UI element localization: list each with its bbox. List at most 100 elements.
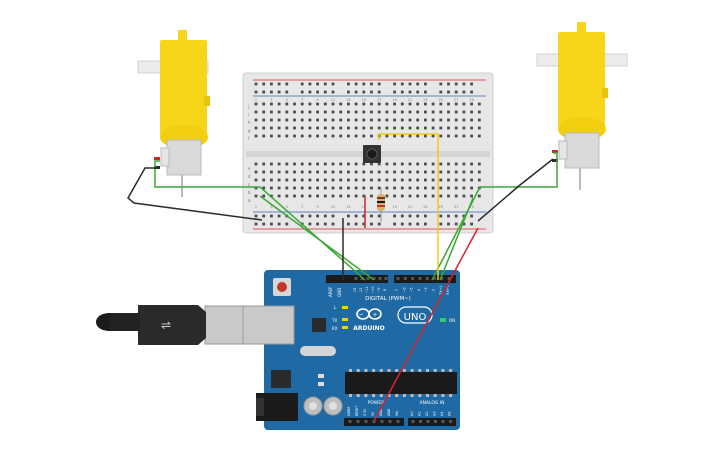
- breadboard-hole[interactable]: [300, 102, 304, 106]
- breadboard-hole[interactable]: [385, 110, 389, 114]
- breadboard-hole[interactable]: [347, 214, 350, 218]
- breadboard-hole[interactable]: [277, 222, 281, 226]
- digital-pin[interactable]: [440, 277, 444, 280]
- breadboard-hole[interactable]: [431, 162, 435, 166]
- breadboard-hole[interactable]: [323, 134, 327, 138]
- breadboard-hole[interactable]: [470, 82, 473, 86]
- breadboard-hole[interactable]: [462, 162, 466, 166]
- breadboard-hole[interactable]: [277, 126, 281, 130]
- breadboard-hole[interactable]: [308, 194, 312, 198]
- breadboard-hole[interactable]: [370, 82, 373, 86]
- breadboard-hole[interactable]: [454, 170, 458, 174]
- breadboard-hole[interactable]: [424, 222, 427, 226]
- breadboard-hole[interactable]: [270, 82, 273, 86]
- breadboard-hole[interactable]: [277, 82, 281, 86]
- power-pin[interactable]: [356, 420, 360, 423]
- breadboard-hole[interactable]: [447, 162, 450, 166]
- breadboard-hole[interactable]: [424, 214, 427, 218]
- breadboard-hole[interactable]: [454, 82, 458, 86]
- breadboard-hole[interactable]: [300, 118, 304, 122]
- breadboard-hole[interactable]: [470, 126, 473, 130]
- breadboard-hole[interactable]: [462, 118, 466, 122]
- breadboard-hole[interactable]: [462, 102, 466, 106]
- breadboard-hole[interactable]: [262, 90, 266, 94]
- breadboard-hole[interactable]: [377, 186, 381, 190]
- breadboard-hole[interactable]: [439, 222, 443, 226]
- breadboard-hole[interactable]: [254, 178, 258, 182]
- breadboard-hole[interactable]: [370, 134, 373, 138]
- breadboard-hole[interactable]: [439, 90, 443, 94]
- breadboard-hole[interactable]: [439, 170, 443, 174]
- breadboard-hole[interactable]: [470, 194, 473, 198]
- breadboard-hole[interactable]: [370, 194, 373, 198]
- breadboard-hole[interactable]: [370, 126, 373, 130]
- breadboard-hole[interactable]: [377, 170, 381, 174]
- breadboard-hole[interactable]: [462, 82, 466, 86]
- breadboard-hole[interactable]: [470, 222, 473, 226]
- breadboard-hole[interactable]: [393, 90, 396, 94]
- breadboard-hole[interactable]: [408, 194, 412, 198]
- breadboard-hole[interactable]: [431, 134, 435, 138]
- breadboard-hole[interactable]: [347, 134, 350, 138]
- breadboard-hole[interactable]: [424, 82, 427, 86]
- breadboard-hole[interactable]: [400, 162, 404, 166]
- wire-green-pin[interactable]: [259, 195, 375, 281]
- breadboard-hole[interactable]: [400, 126, 404, 130]
- breadboard-hole[interactable]: [277, 134, 281, 138]
- breadboard-hole[interactable]: [362, 134, 366, 138]
- breadboard-hole[interactable]: [347, 178, 350, 182]
- motor-terminal-red[interactable]: [552, 150, 558, 153]
- analog-pin[interactable]: [449, 420, 452, 423]
- breadboard-hole[interactable]: [385, 134, 389, 138]
- breadboard-hole[interactable]: [477, 134, 481, 138]
- breadboard-hole[interactable]: [400, 82, 404, 86]
- breadboard-hole[interactable]: [331, 162, 335, 166]
- digital-pin[interactable]: [396, 277, 400, 280]
- breadboard-hole[interactable]: [393, 134, 396, 138]
- breadboard-hole[interactable]: [454, 186, 458, 190]
- wire-red-5v[interactable]: [373, 227, 479, 422]
- breadboard-hole[interactable]: [254, 110, 258, 114]
- breadboard-hole[interactable]: [408, 90, 412, 94]
- digital-pin[interactable]: [425, 277, 429, 280]
- breadboard-hole[interactable]: [462, 178, 466, 182]
- breadboard-hole[interactable]: [431, 110, 435, 114]
- breadboard-hole[interactable]: [462, 110, 466, 114]
- breadboard-hole[interactable]: [354, 186, 358, 190]
- digital-pin[interactable]: [384, 277, 388, 280]
- breadboard-hole[interactable]: [254, 194, 258, 198]
- power-pin[interactable]: [372, 420, 376, 423]
- breadboard-hole[interactable]: [416, 134, 420, 138]
- breadboard-hole[interactable]: [347, 102, 350, 106]
- breadboard-hole[interactable]: [293, 134, 296, 138]
- breadboard-hole[interactable]: [416, 222, 420, 226]
- breadboard-hole[interactable]: [323, 222, 327, 226]
- breadboard-hole[interactable]: [400, 110, 404, 114]
- power-pin[interactable]: [396, 420, 400, 423]
- analog-pin[interactable]: [419, 420, 422, 423]
- breadboard-hole[interactable]: [331, 90, 335, 94]
- breadboard-hole[interactable]: [362, 110, 366, 114]
- breadboard-hole[interactable]: [439, 118, 443, 122]
- breadboard-hole[interactable]: [470, 178, 473, 182]
- breadboard-hole[interactable]: [454, 90, 458, 94]
- breadboard-hole[interactable]: [362, 90, 366, 94]
- breadboard-hole[interactable]: [316, 126, 319, 130]
- breadboard-hole[interactable]: [308, 102, 312, 106]
- breadboard-hole[interactable]: [270, 194, 273, 198]
- breadboard-hole[interactable]: [400, 222, 404, 226]
- analog-header[interactable]: [408, 418, 456, 426]
- breadboard-hole[interactable]: [431, 118, 435, 122]
- breadboard-hole[interactable]: [447, 194, 450, 198]
- breadboard-hole[interactable]: [285, 222, 289, 226]
- breadboard-hole[interactable]: [270, 102, 273, 106]
- breadboard-hole[interactable]: [316, 214, 319, 218]
- breadboard-hole[interactable]: [277, 214, 281, 218]
- breadboard-hole[interactable]: [331, 126, 335, 130]
- breadboard-hole[interactable]: [470, 90, 473, 94]
- breadboard-hole[interactable]: [277, 162, 281, 166]
- breadboard-hole[interactable]: [300, 194, 304, 198]
- breadboard-hole[interactable]: [370, 118, 373, 122]
